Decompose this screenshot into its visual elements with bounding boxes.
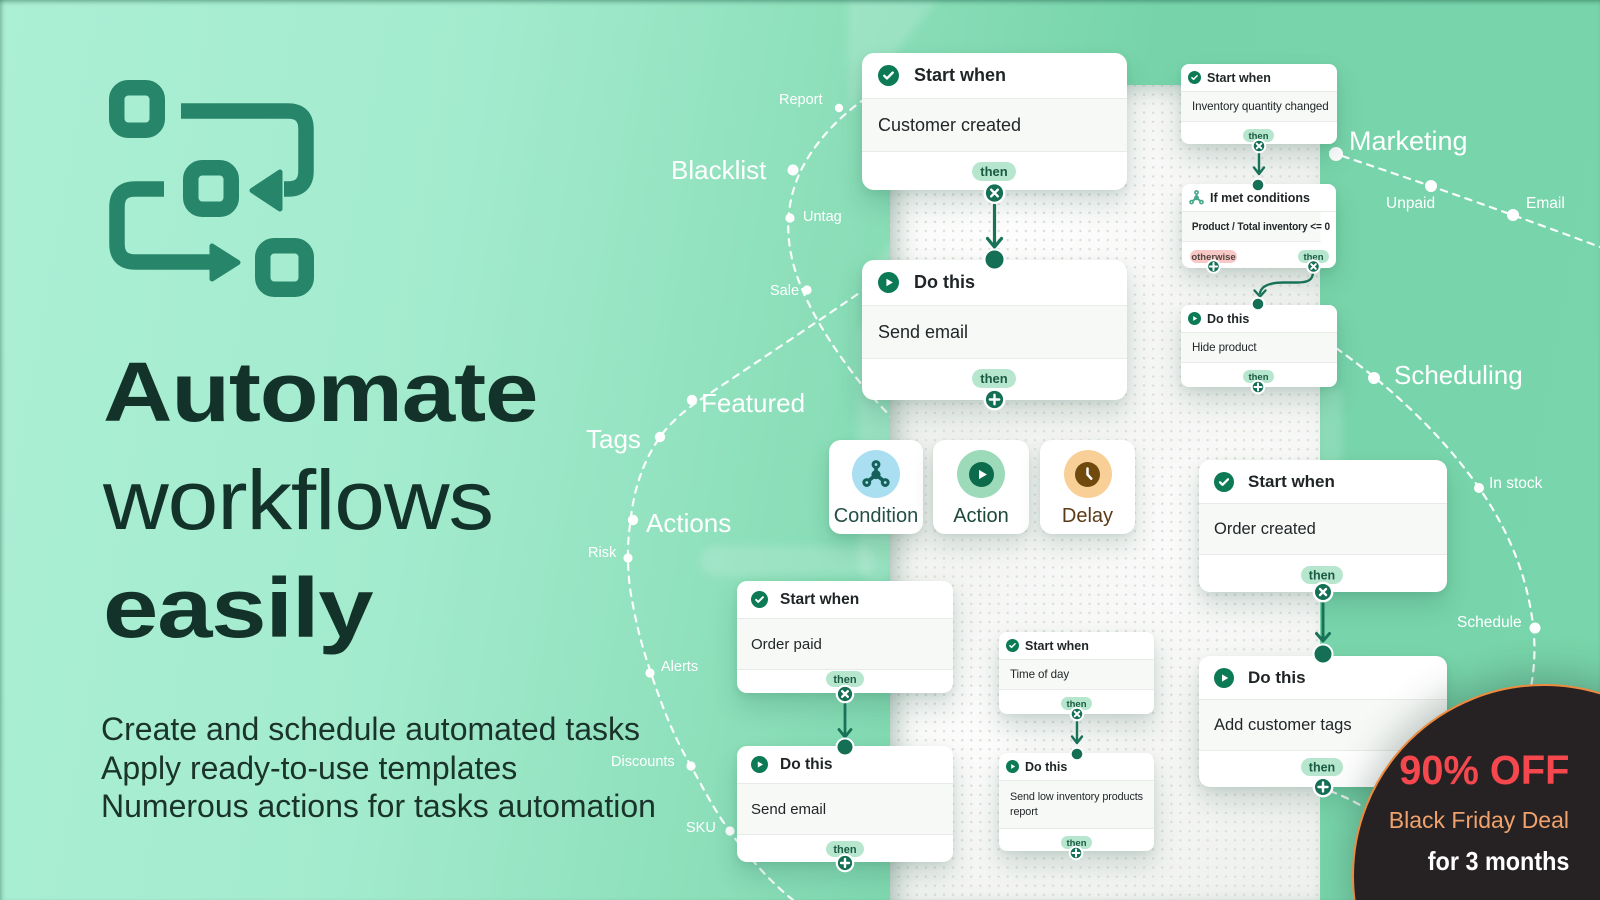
svg-text:then: then — [833, 674, 857, 686]
svg-text:then: then — [1303, 252, 1323, 263]
svg-text:then: then — [980, 164, 1008, 179]
svg-text:then: then — [833, 844, 857, 856]
svg-text:then: then — [1066, 699, 1086, 710]
svg-text:then: then — [1066, 838, 1086, 849]
svg-text:then: then — [1248, 131, 1268, 142]
svg-text:then: then — [1309, 569, 1335, 583]
svg-text:then: then — [1248, 372, 1268, 383]
svg-text:otherwise: otherwise — [1191, 252, 1235, 263]
svg-text:then: then — [980, 371, 1008, 386]
svg-text:then: then — [1309, 761, 1335, 775]
